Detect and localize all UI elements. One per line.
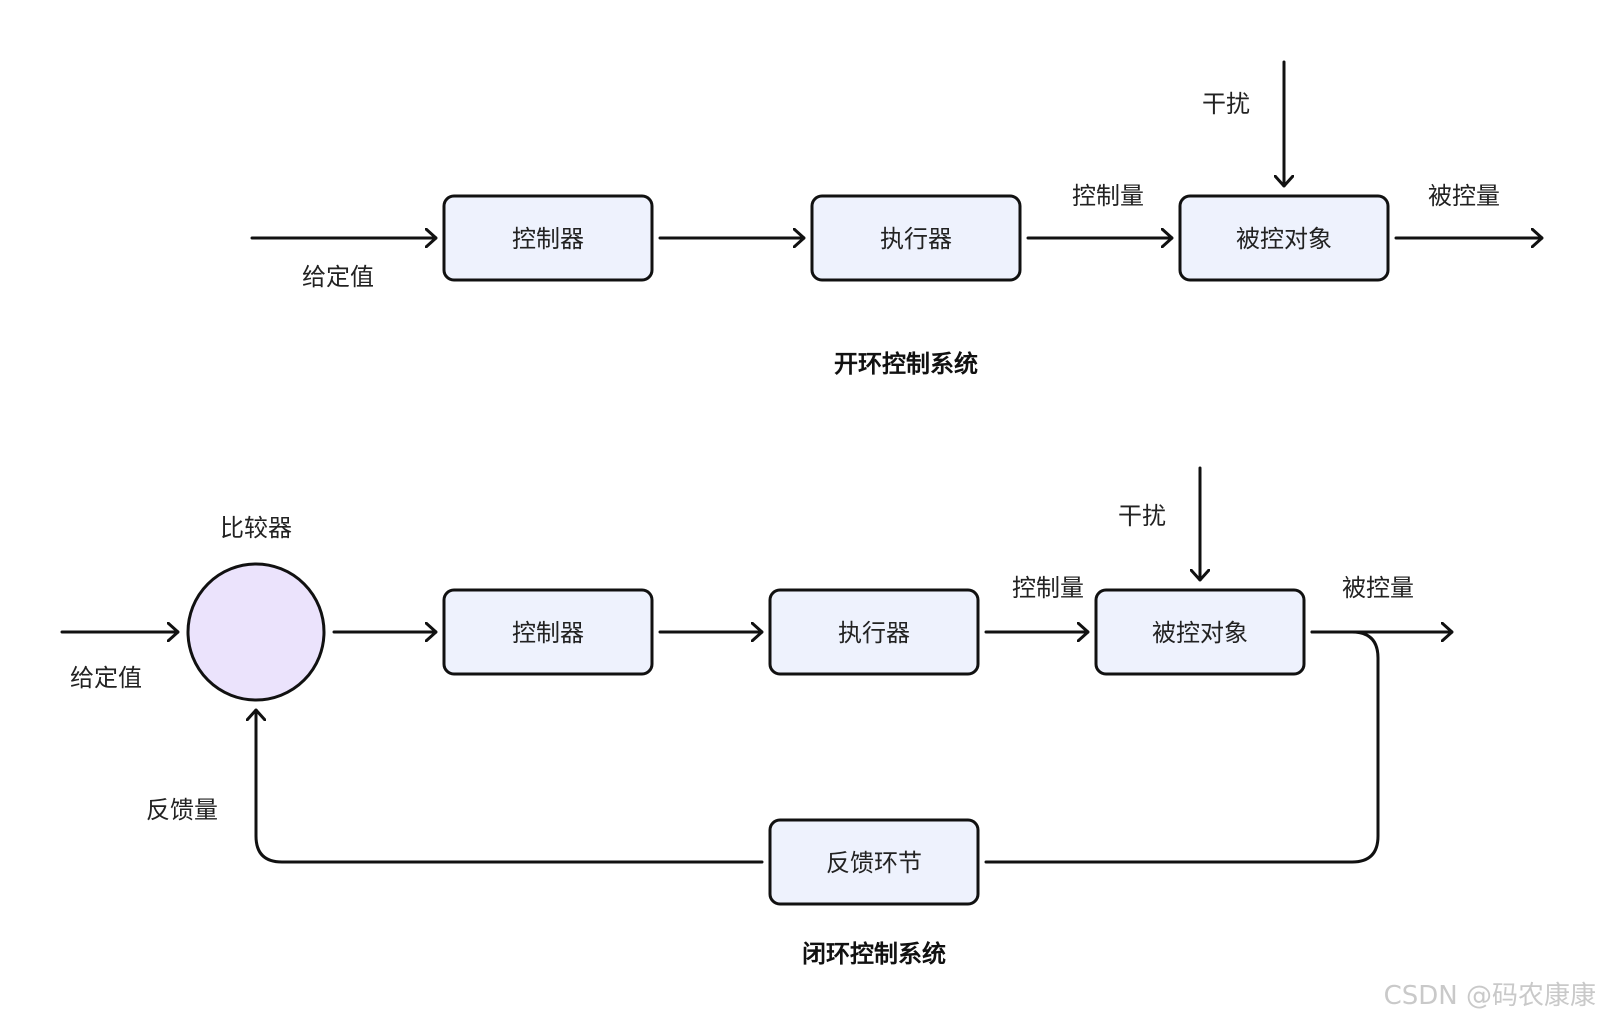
open-loop-title: 开环控制系统	[834, 350, 978, 378]
closed-control-var-label: 控制量	[1012, 574, 1084, 602]
closed-loop-diagram: 给定值 比较器 控制器 执行器 控制量 被控对象 干扰 被控量 反馈环节	[60, 466, 1454, 968]
closed-output-label: 被控量	[1342, 574, 1414, 602]
feedback-output-branch	[984, 630, 1380, 864]
open-plant-label: 被控对象	[1236, 225, 1332, 253]
open-control-var-label: 控制量	[1072, 182, 1144, 210]
watermark: CSDN @码农康康	[1384, 981, 1596, 1011]
open-loop-diagram: 给定值 控制器 执行器 控制量 被控对象 干扰 被控量 开环控制系统	[250, 60, 1544, 378]
comparator-circle	[186, 562, 326, 702]
closed-input-label: 给定值	[70, 664, 142, 692]
open-disturbance-label: 干扰	[1202, 90, 1250, 118]
open-actuator-label: 执行器	[880, 225, 952, 253]
closed-actuator-box	[768, 588, 980, 676]
feedback-return-arrow	[256, 708, 764, 864]
closed-controller-box	[442, 588, 654, 676]
open-input-label: 给定值	[302, 263, 374, 291]
closed-plant-box	[1094, 588, 1306, 676]
closed-disturbance-label: 干扰	[1118, 502, 1166, 530]
open-output-label: 被控量	[1428, 182, 1500, 210]
open-actuator-box	[810, 194, 1022, 282]
closed-actuator-label: 执行器	[838, 619, 910, 647]
open-controller-label: 控制器	[512, 225, 584, 253]
open-plant-box	[1178, 194, 1390, 282]
closed-loop-title: 闭环控制系统	[802, 940, 946, 968]
feedback-label: 反馈量	[146, 796, 218, 824]
comparator-label: 比较器	[220, 514, 292, 542]
open-controller-box	[442, 194, 654, 282]
feedback-block-box	[768, 818, 980, 906]
feedback-block-label: 反馈环节	[826, 849, 922, 877]
closed-plant-label: 被控对象	[1152, 619, 1248, 647]
closed-controller-label: 控制器	[512, 619, 584, 647]
